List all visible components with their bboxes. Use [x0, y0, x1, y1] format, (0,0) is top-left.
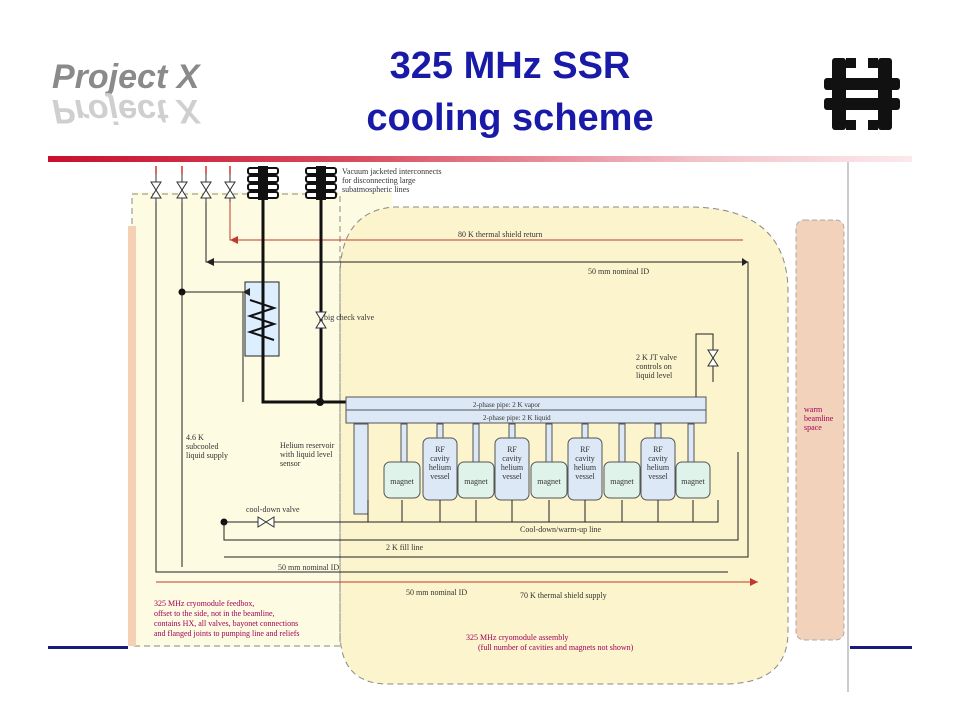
supply-label-3: liquid supply	[186, 451, 228, 460]
supply-label-2: subcooled	[186, 442, 218, 451]
svg-text:RF: RF	[580, 445, 590, 454]
svg-text:helium: helium	[501, 463, 524, 472]
svg-text:cavity: cavity	[502, 454, 522, 463]
svg-text:cavity: cavity	[648, 454, 668, 463]
jt-valve-label-3: liquid level	[636, 371, 673, 380]
cooldown-line-label: Cool-down/warm-up line	[520, 525, 602, 534]
warm-beamline-space	[795, 219, 845, 641]
logo-reflection: Project X	[52, 92, 202, 130]
reservoir-label-1: Helium reservoir	[280, 441, 335, 450]
svg-text:cavity: cavity	[575, 454, 595, 463]
cooling-scheme-diagram: Vacuum jacketed interconnects for discon…	[128, 162, 850, 692]
magnet-4: magnet	[603, 461, 641, 499]
nominal-id-top-label: 50 mm nominal ID	[588, 267, 649, 276]
reservoir-label-2: with liquid level	[280, 450, 333, 459]
shield-return-label: 80 K thermal shield return	[458, 230, 542, 239]
footer-rule-left	[48, 646, 130, 649]
svg-text:helium: helium	[647, 463, 670, 472]
svg-text:vessel: vessel	[648, 472, 668, 481]
check-valve-label: big check valve	[324, 313, 375, 322]
feedbox-label-1: 325 MHz cryomodule feedbox,	[154, 599, 254, 608]
shield-supply-label: 70 K thermal shield supply	[520, 591, 607, 600]
cryomodule-region	[339, 206, 789, 685]
svg-text:RF: RF	[435, 445, 445, 454]
vapor-label: 2-phase pipe: 2 K vapor	[473, 401, 541, 409]
nominal-id-low-label: 50 mm nominal ID	[278, 563, 339, 572]
fill-line-label: 2 K fill line	[386, 543, 424, 552]
title-line-2: cooling scheme	[366, 97, 654, 139]
title-rule	[48, 156, 912, 162]
magnet-5: magnet	[675, 461, 711, 499]
page-title: 325 MHz SSR cooling scheme	[300, 40, 720, 144]
cooldown-valve-label: cool-down valve	[246, 505, 300, 514]
magnet-2: magnet	[457, 461, 495, 499]
svg-text:vessel: vessel	[575, 472, 595, 481]
nominal-id-bottom-label: 50 mm nominal ID	[406, 588, 467, 597]
svg-text:vessel: vessel	[430, 472, 450, 481]
reservoir-label-3: sensor	[280, 459, 301, 468]
project-x-logo: Project X Project X	[52, 58, 202, 130]
fermilab-logo	[824, 58, 900, 130]
logo-text: Project X	[52, 58, 202, 96]
svg-text:magnet: magnet	[390, 477, 414, 486]
helium-reservoir	[353, 423, 369, 515]
magnet-1: magnet	[383, 461, 421, 499]
liquid-label: 2-phase pipe: 2 K liquid	[483, 414, 551, 422]
interconnects-label-1: Vacuum jacketed interconnects	[342, 167, 442, 176]
jt-valve-label-1: 2 K JT valve	[636, 353, 677, 362]
svg-text:RF: RF	[507, 445, 517, 454]
footer-rule-right	[846, 646, 912, 649]
assembly-label-2: (full number of cavities and magnets not…	[478, 643, 634, 652]
svg-text:magnet: magnet	[681, 477, 705, 486]
svg-text:helium: helium	[429, 463, 452, 472]
svg-text:cavity: cavity	[430, 454, 450, 463]
svg-text:magnet: magnet	[610, 477, 634, 486]
svg-text:magnet: magnet	[464, 477, 488, 486]
jt-valve-label-2: controls on	[636, 362, 672, 371]
warm-label-3: space	[804, 423, 822, 432]
svg-text:helium: helium	[574, 463, 597, 472]
warm-label-1: warm	[804, 405, 823, 414]
left-warm-strip	[128, 226, 136, 646]
feedbox-label-2: offset to the side, not in the beamline,	[154, 609, 275, 618]
svg-text:vessel: vessel	[502, 472, 522, 481]
svg-text:RF: RF	[653, 445, 663, 454]
feedbox-label-3: contains HX, all valves, bayonet connect…	[154, 619, 298, 628]
magnet-3: magnet	[530, 461, 568, 499]
warm-label-2: beamline	[804, 414, 834, 423]
feedbox-label-4: and flanged joints to pumping line and r…	[154, 629, 300, 638]
svg-text:magnet: magnet	[537, 477, 561, 486]
interconnects-label-2: for disconnecting large	[342, 176, 416, 185]
interconnects-label-3: subatmospheric lines	[342, 185, 409, 194]
supply-label-1: 4.6 K	[186, 433, 204, 442]
assembly-label-1: 325 MHz cryomodule assembly	[466, 633, 568, 642]
title-line-1: 325 MHz SSR	[389, 45, 631, 87]
